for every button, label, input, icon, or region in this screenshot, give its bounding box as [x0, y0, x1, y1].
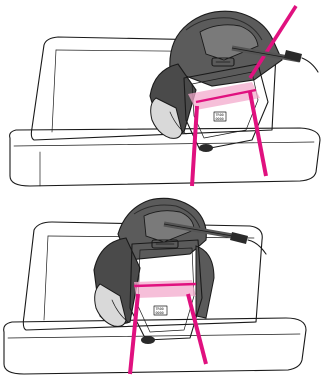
- diagram-panel-bottom: TR00 0000: [0, 188, 324, 376]
- diagram-panel-top: TR00 0000: [0, 0, 324, 190]
- installation-diagram-top: TR00 0000: [0, 0, 324, 190]
- svg-text:0000: 0000: [216, 117, 224, 121]
- belt-buckle-icon: [284, 50, 318, 72]
- installation-diagram-bottom: TR00 0000: [0, 188, 324, 376]
- belt-buckle-icon: [230, 232, 266, 254]
- svg-text:0000: 0000: [156, 311, 164, 315]
